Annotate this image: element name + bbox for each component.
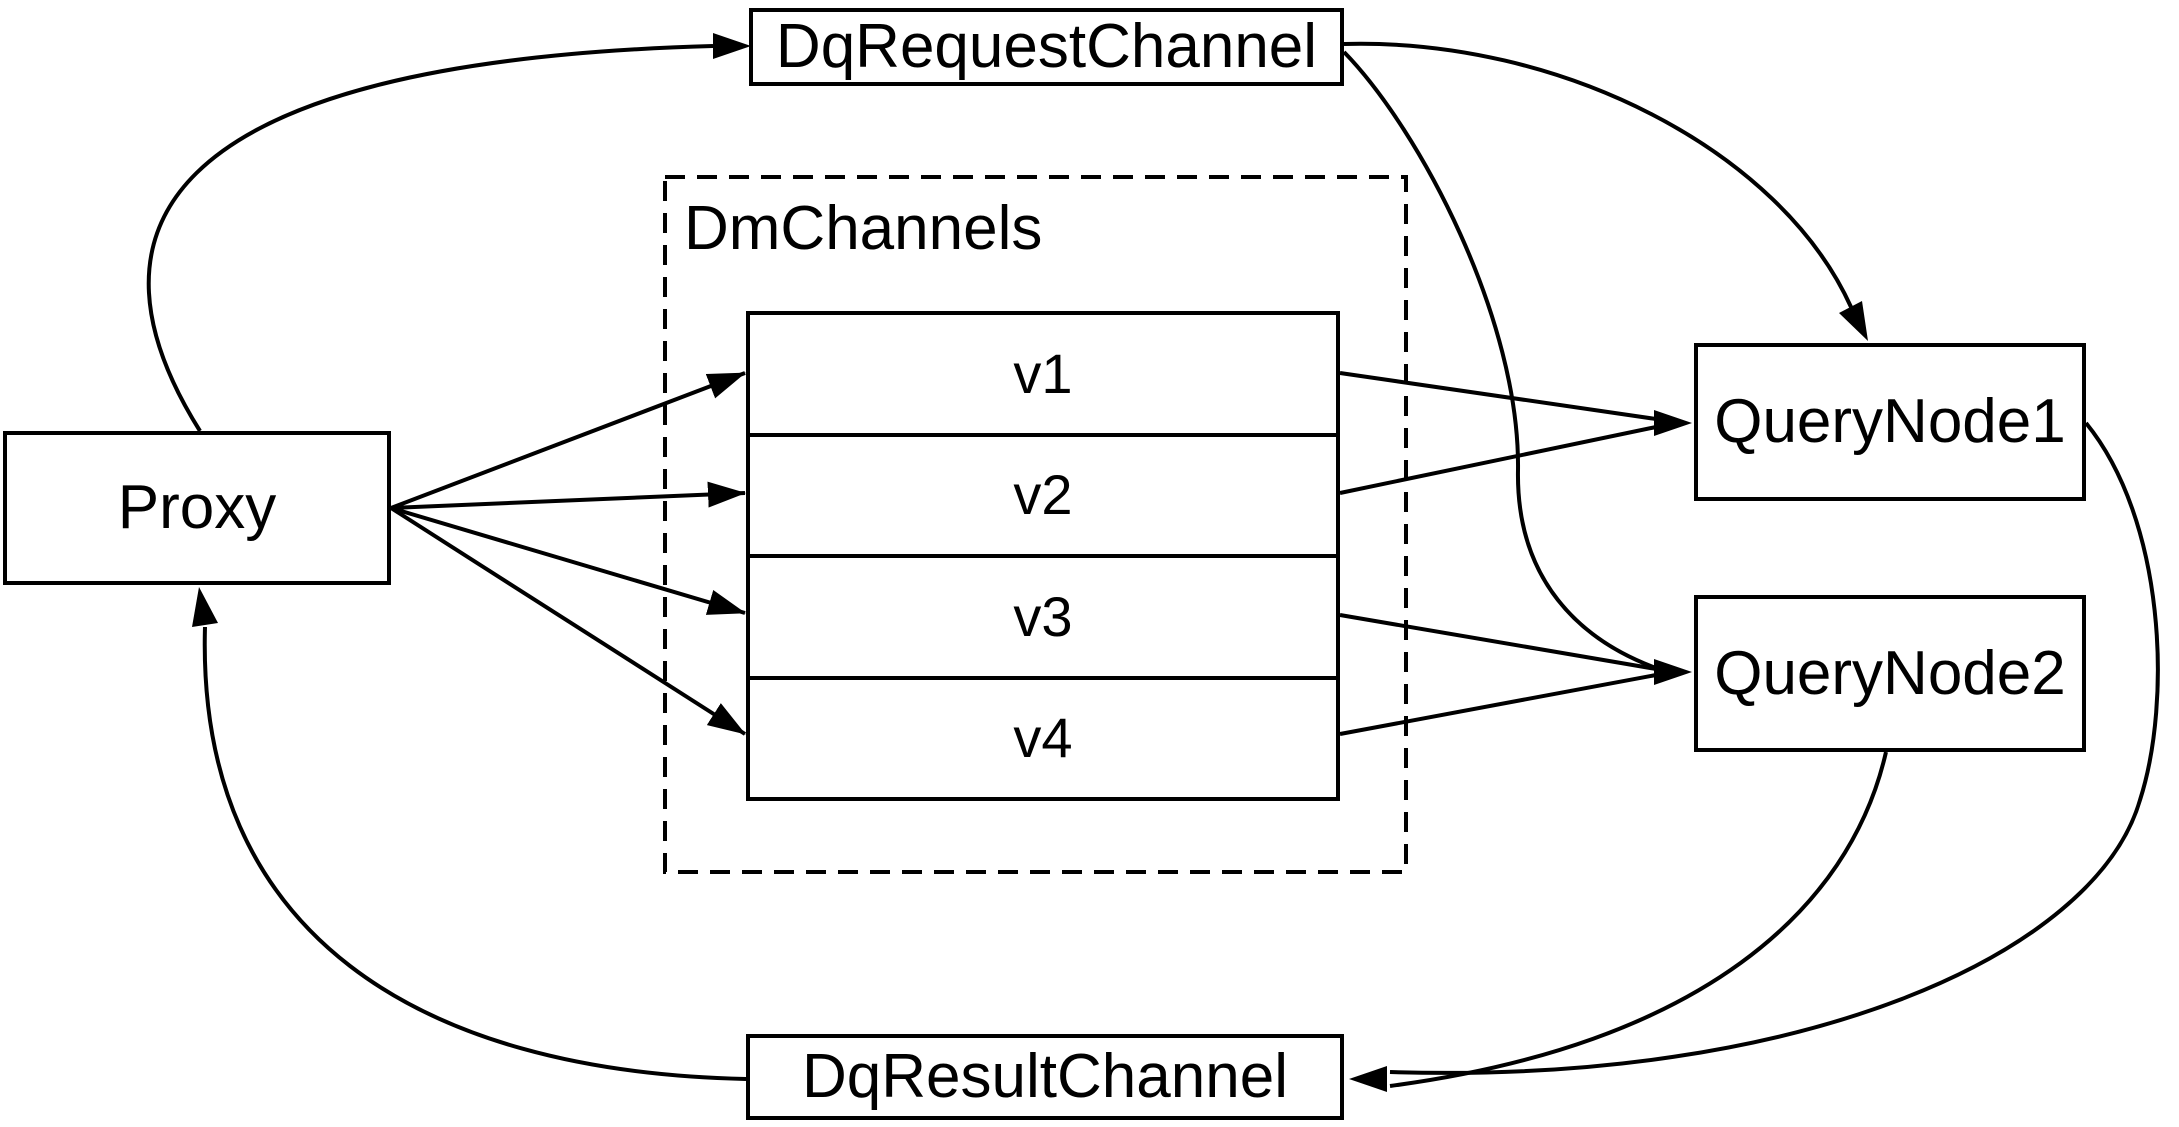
edge-v1-to-querynode1 <box>1339 371 1657 421</box>
arrowhead-into-dqresultchannel <box>1349 1066 1387 1092</box>
node-querynode1-label: QueryNode1 <box>1714 387 2066 456</box>
edge-dqresultchannel-to-proxy <box>202 626 747 1081</box>
edge-dqrequestchannel-to-querynode1 <box>1343 41 1853 308</box>
arrowhead-into-querynode1-left <box>1654 410 1692 436</box>
channel-row-v1: v1 <box>1013 341 1073 405</box>
arrowhead-into-querynode2-left <box>1654 659 1692 685</box>
edge-proxy-to-v1 <box>390 371 746 510</box>
node-proxy-label: Proxy <box>117 473 277 542</box>
edge-proxy-to-v4 <box>389 506 747 736</box>
arrowhead-into-querynode1-top <box>1839 301 1868 341</box>
node-proxy: Proxy <box>3 431 391 585</box>
arrowhead-into-dqrequestchannel <box>713 33 751 59</box>
edge-proxy-to-v3 <box>390 506 746 615</box>
node-querynode2-label: QueryNode2 <box>1714 638 2066 708</box>
edge-querynode2-to-dqresultchannel <box>1389 751 1888 1088</box>
channel-row-v3: v3 <box>750 554 1336 676</box>
dm-channels-dashed-border <box>663 175 1408 874</box>
edge-querynode1-to-dqresultchannel <box>1389 421 2160 1075</box>
dm-channels-table: v1 v2 v3 v4 <box>746 311 1340 801</box>
arrowhead-into-proxy-bottom <box>192 587 218 627</box>
node-dqrequestchannel: DqRequestChannel <box>749 8 1344 86</box>
channel-row-v2: v2 <box>750 432 1336 555</box>
dm-channels-group-label: DmChannels <box>684 194 1043 263</box>
node-dqresultchannel-label: DqResultChannel <box>802 1042 1288 1111</box>
node-querynode2: QueryNode2 <box>1694 595 2086 752</box>
node-dqresultchannel: DqResultChannel <box>746 1034 1344 1120</box>
node-dqrequestchannel-label: DqRequestChannel <box>775 12 1318 81</box>
edge-v3-to-querynode2 <box>1339 613 1657 671</box>
edge-v2-to-querynode1 <box>1339 425 1657 495</box>
channel-row-v4: v4 <box>750 675 1336 798</box>
edge-proxy-to-dqrequestchannel <box>146 44 714 433</box>
edge-dqrequestchannel-to-querynode2 <box>1342 50 1657 670</box>
node-querynode1: QueryNode1 <box>1694 343 2086 501</box>
edge-v4-to-querynode2 <box>1339 673 1657 736</box>
edge-proxy-to-v2 <box>390 481 746 510</box>
